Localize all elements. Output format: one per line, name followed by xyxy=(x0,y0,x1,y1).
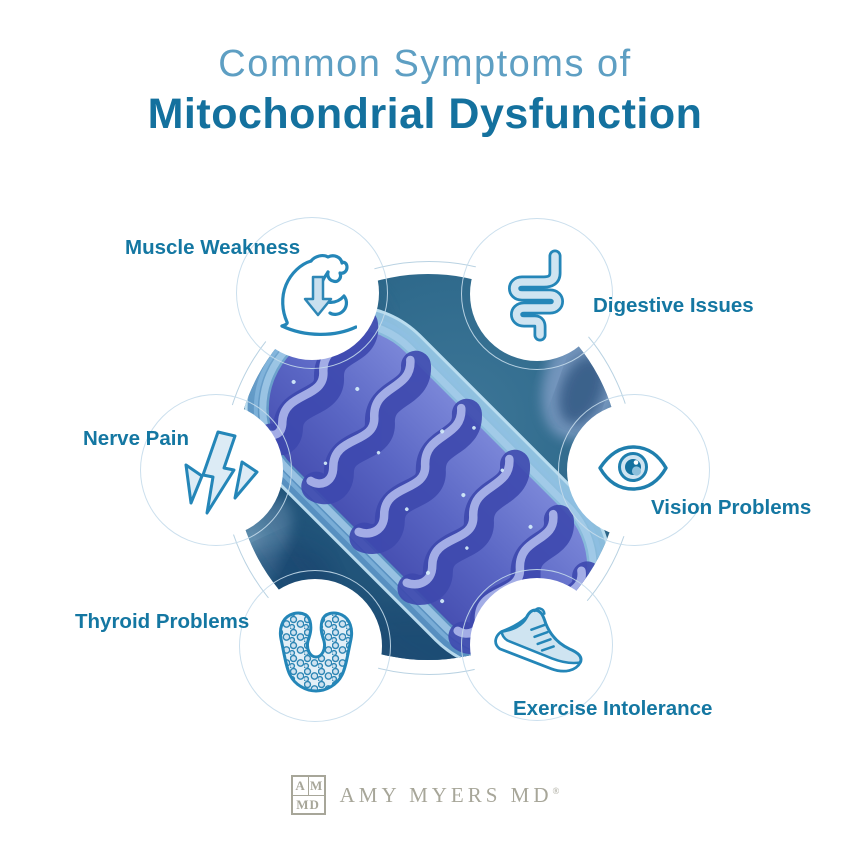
nerve-pain-icon xyxy=(184,430,258,514)
registered-mark: ® xyxy=(552,785,560,796)
brand-name: AMY MYERS MD xyxy=(339,782,553,807)
vision-problems-icon xyxy=(598,445,668,491)
title-line-1: Common Symptoms of xyxy=(218,43,632,85)
exercise-intolerance-circle xyxy=(461,569,613,721)
symptom-label-muscle-weakness: Muscle Weakness xyxy=(125,236,301,259)
brand-wordmark: AMY MYERS MD® xyxy=(340,783,560,808)
brand-footer: A M MD AMY MYERS MD® xyxy=(0,775,850,815)
down-arrow-icon xyxy=(303,275,333,317)
title-line-2: Mitochondrial Dysfunction xyxy=(147,89,703,138)
exercise-intolerance-icon xyxy=(494,606,583,672)
symptom-label-exercise-intolerance: Exercise Intolerance xyxy=(513,697,713,720)
symptom-label-thyroid-problems: Thyroid Problems xyxy=(75,610,250,633)
amy-myers-md-logo-icon: A M MD xyxy=(290,775,326,815)
logo-letters-md: MD xyxy=(296,796,320,812)
symptom-label-nerve-pain: Nerve Pain xyxy=(83,427,189,450)
vision-problems-circle xyxy=(558,394,710,546)
nerve-pain-circle xyxy=(140,394,292,546)
logo-row-1: A M xyxy=(292,777,324,796)
digestive-issues-circle xyxy=(461,218,613,370)
thyroid-problems-circle xyxy=(239,570,391,722)
symptom-label-digestive-issues: Digestive Issues xyxy=(593,294,754,317)
digestive-issues-icon xyxy=(508,249,564,341)
logo-letter-m: M xyxy=(309,778,323,794)
symptom-label-vision-problems: Vision Problems xyxy=(651,496,812,519)
muscle-weakness-circle xyxy=(236,217,388,369)
thyroid-problems-icon xyxy=(278,611,354,693)
muscle-weakness-icon xyxy=(280,254,357,336)
page-title: Common Symptoms of Mitochondrial Dysfunc… xyxy=(0,43,850,139)
logo-letter-a: A xyxy=(293,777,309,795)
